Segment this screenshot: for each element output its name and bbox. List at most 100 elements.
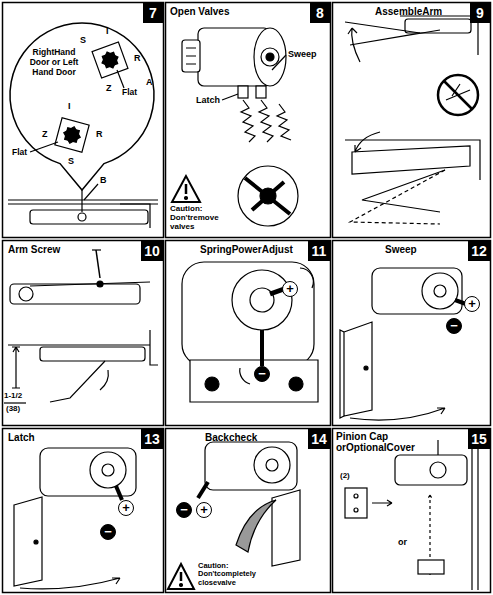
latch-adjust — [14, 448, 136, 589]
flat-label: Flat — [12, 148, 27, 158]
spring-power-body — [190, 360, 318, 402]
caution-triangle — [180, 572, 183, 581]
valve — [222, 55, 291, 142]
leader-line — [84, 184, 98, 200]
closer-top-view — [78, 213, 86, 221]
backcheck-adjust — [272, 490, 300, 566]
callout-outline — [10, 23, 154, 190]
flat-label: Flat — [122, 88, 137, 98]
arm-screw — [19, 287, 33, 301]
increase-symbol: + — [196, 502, 212, 518]
caution-triangle — [180, 584, 183, 587]
spring-power-body — [182, 262, 314, 366]
step-number: 10 — [144, 243, 160, 259]
step-number-box: 12 — [468, 241, 490, 261]
caution-triangle — [185, 184, 188, 194]
closer-top-view — [30, 210, 148, 224]
arm-screw — [97, 281, 103, 287]
step-number-box: 7 — [143, 3, 163, 23]
sweep-adjust — [340, 268, 466, 420]
step-number-box: 15 — [468, 429, 490, 449]
pinion-cap — [395, 455, 467, 485]
part-label: Sweep — [288, 50, 317, 60]
panel-frame — [166, 3, 331, 238]
arm-screw — [100, 370, 108, 390]
step-number: 9 — [476, 5, 484, 21]
closer-body — [254, 28, 286, 86]
step-title: Open Valves — [170, 6, 229, 17]
panel-frame — [166, 429, 331, 593]
arm-screw — [4, 402, 26, 403]
pinion-scale-plate — [55, 118, 89, 152]
step-number-box: 14 — [308, 429, 330, 449]
sweep-adjust — [434, 285, 446, 297]
arm-assembly — [345, 140, 480, 180]
caution-triangle — [185, 197, 188, 200]
step-number: 15 — [471, 431, 487, 447]
scale-letter: R — [134, 54, 141, 64]
scale-letter: S — [68, 157, 74, 167]
spring-power-body — [205, 377, 219, 391]
backcheck-adjust — [266, 459, 278, 471]
increase-symbol: + — [118, 500, 134, 516]
panel-frame — [333, 3, 491, 238]
pinion-cap — [354, 508, 358, 512]
backcheck-adjust — [236, 500, 276, 552]
closer-body — [261, 48, 279, 66]
arm-assembly — [446, 84, 470, 100]
pinion-cap — [345, 440, 478, 590]
spring-power-body — [240, 368, 250, 384]
step-number-box: 8 — [310, 3, 330, 23]
step-number: 14 — [311, 431, 327, 447]
arm-screw — [10, 284, 140, 304]
part-label: (2) — [340, 472, 350, 481]
pinion-cap — [345, 488, 367, 518]
latch-adjust — [20, 578, 120, 589]
callout-outline — [8, 22, 156, 192]
valve — [238, 86, 248, 98]
callout-letter: B — [100, 176, 107, 186]
latch-adjust — [14, 497, 42, 586]
caution-note: Caution: Don'tremove valves — [170, 205, 225, 231]
wrench-detail — [238, 166, 298, 226]
closer-body — [186, 48, 196, 64]
pinion-cap — [418, 560, 444, 574]
sweep-adjust — [340, 330, 344, 418]
panel-frame — [3, 3, 491, 593]
arm-assembly — [438, 75, 478, 115]
leader-line — [117, 70, 124, 88]
pinion-scale-plate — [102, 52, 118, 68]
arm-assembly — [355, 132, 380, 152]
step-number: 8 — [316, 5, 324, 21]
pinion-scale-plate — [64, 127, 80, 143]
arm-assembly — [350, 170, 445, 224]
wrench-detail — [260, 188, 276, 204]
pinion-cap — [472, 440, 478, 590]
pinion-scale-plate — [55, 118, 89, 152]
backcheck-adjust — [198, 482, 208, 498]
pinion-cap — [354, 494, 358, 498]
step-number: 11 — [312, 243, 327, 259]
caution-triangle — [172, 176, 200, 202]
latch-adjust — [90, 452, 126, 488]
valve — [277, 104, 291, 140]
spring-power-body — [232, 270, 292, 330]
part-label: Latch — [196, 96, 220, 106]
dimension: (38) — [6, 405, 20, 414]
step-number: 7 — [149, 5, 157, 21]
step-number-box: 11 — [308, 241, 330, 261]
arm-screw — [96, 250, 100, 278]
decrease-symbol: − — [100, 524, 116, 540]
pinion-cap — [372, 500, 392, 506]
closer-body — [182, 28, 286, 86]
sweep-adjust — [350, 408, 445, 420]
scale-letter: I — [68, 102, 71, 112]
latch-adjust — [40, 448, 136, 496]
arm-assembly — [444, 81, 472, 109]
scale-letter: R — [96, 130, 103, 140]
scale-letter: Z — [106, 84, 112, 94]
valve — [222, 94, 238, 100]
wrench-detail — [238, 166, 298, 226]
